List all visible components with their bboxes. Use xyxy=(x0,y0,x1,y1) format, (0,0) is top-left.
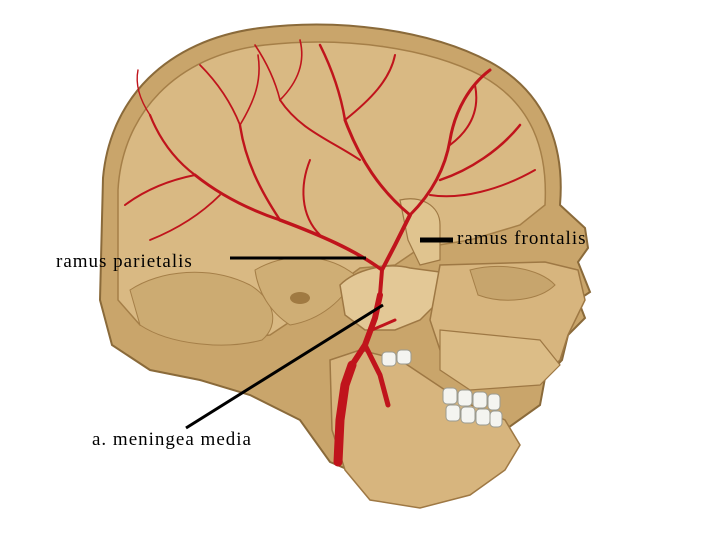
label-ramus-frontalis: ramus frontalis xyxy=(457,228,587,249)
label-meningea-media: a. meningea media xyxy=(92,429,252,450)
posterior-fossa xyxy=(129,271,274,346)
upper-teeth xyxy=(381,349,501,411)
lower-teeth xyxy=(445,404,503,428)
middle-meningeal-artery xyxy=(124,39,536,467)
sphenoid-region xyxy=(339,265,441,331)
foramen xyxy=(290,292,310,304)
orbit-shadow xyxy=(469,265,556,301)
label-ramus-parietalis: ramus parietalis xyxy=(56,251,193,272)
leader-lines xyxy=(185,237,453,430)
cranial-cavity xyxy=(117,41,547,341)
leader-meningea xyxy=(185,303,384,430)
maxilla xyxy=(439,329,561,391)
